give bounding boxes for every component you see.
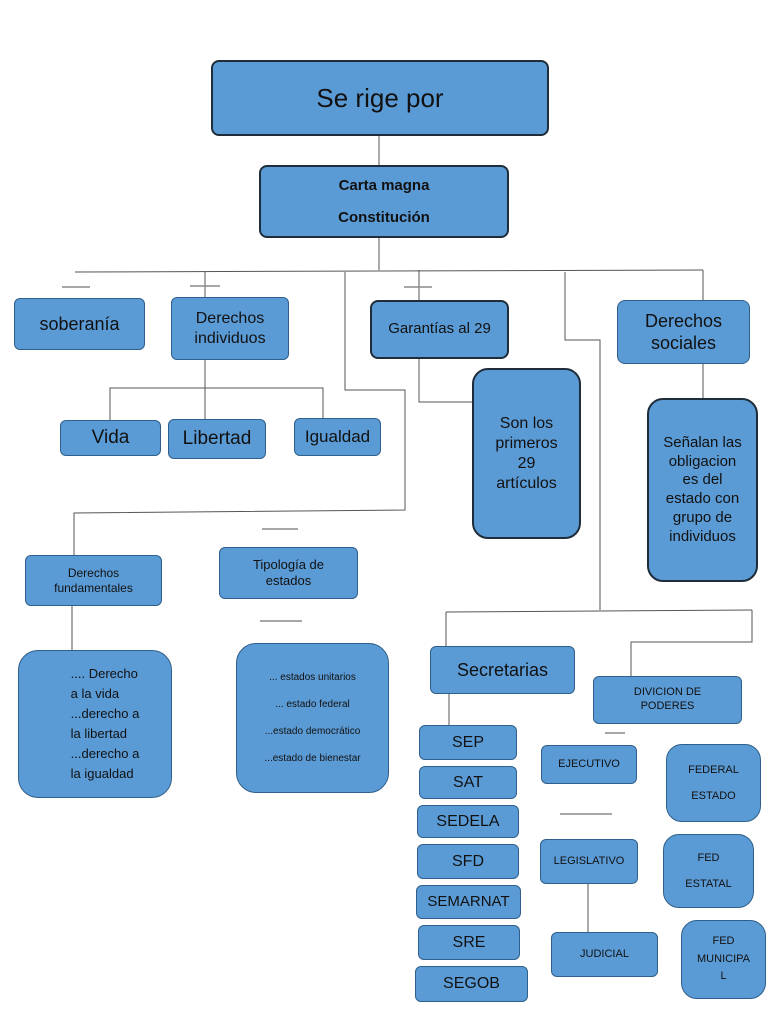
fed-estatal-line1: FED xyxy=(697,851,720,864)
federal-line2: ESTADO xyxy=(691,790,736,802)
secretaria-semarnat: SEMARNAT xyxy=(416,885,521,919)
node-libertad: Libertad xyxy=(168,419,266,459)
segob-label: SEGOB xyxy=(443,975,500,992)
tipologia-item-4: ...estado de bienestar xyxy=(264,752,361,764)
libertad-label: Libertad xyxy=(182,428,252,450)
node-fed-estatal: FED ESTATAL xyxy=(663,834,754,908)
node-judicial: JUDICIAL xyxy=(551,932,658,977)
node-legislativo: LEGISLATIVO xyxy=(540,839,638,884)
semarnat-label: SEMARNAT xyxy=(427,892,510,910)
node-igualdad: Igualdad xyxy=(294,418,381,456)
node-soberania: soberanía xyxy=(14,298,145,350)
node-garantias: Garantías al 29 xyxy=(370,300,509,359)
judicial-label: JUDICIAL xyxy=(580,947,629,960)
node-senalan-obligaciones: Señalan las obligacion es del estado con… xyxy=(647,398,758,582)
son-primeros-label: Son los primeros 29 artículos xyxy=(495,414,558,492)
garantias-label: Garantías al 29 xyxy=(388,320,491,338)
tipologia-item-3: ...estado democrático xyxy=(264,725,361,737)
vida-label: Vida xyxy=(91,427,130,449)
df-list-label: .... Derecho a la vida ...derecho a la l… xyxy=(70,665,140,782)
sat-label: SAT xyxy=(453,773,483,791)
tipologia-label: Tipología de estados xyxy=(252,556,325,588)
node-tipologia-list: ... estados unitarios ... estado federal… xyxy=(236,643,389,793)
secretaria-sfd: SFD xyxy=(417,844,519,879)
senalan-label: Señalan las obligacion es del estado con… xyxy=(663,433,742,545)
legislativo-label: LEGISLATIVO xyxy=(553,854,625,867)
root-node-se-rige-por: Se rige por xyxy=(211,60,549,136)
node-tipologia: Tipología de estados xyxy=(219,547,358,599)
node-vida: Vida xyxy=(60,420,161,456)
node-son-los-primeros: Son los primeros 29 artículos xyxy=(472,368,581,539)
node-ejecutivo: EJECUTIVO xyxy=(541,745,637,784)
carta-line1: Carta magna xyxy=(338,177,430,194)
secretaria-sep: SEP xyxy=(419,725,517,760)
secretaria-sat: SAT xyxy=(419,766,517,799)
tipologia-item-1: ... estados unitarios xyxy=(269,671,356,683)
sre-label: SRE xyxy=(452,933,486,951)
root-label: Se rige por xyxy=(316,82,444,113)
node-derechos-individuos: Derechos individuos xyxy=(171,297,289,360)
secretarias-label: Secretarias xyxy=(456,659,549,680)
node-derechos-fundamentales-list: .... Derecho a la vida ...derecho a la l… xyxy=(18,650,172,798)
fed-municipal-label: FED MUNICIPA L xyxy=(697,935,750,983)
node-carta-magna: Carta magna Constitución xyxy=(259,165,509,238)
federal-line1: FEDERAL xyxy=(688,763,739,776)
node-federal-estado: FEDERAL ESTADO xyxy=(666,744,761,822)
node-derechos-fundamentales: Derechos fundamentales xyxy=(25,555,162,606)
sedela-label: SEDELA xyxy=(436,812,500,830)
division-label: DIVICION DE PODERES xyxy=(633,686,702,712)
derechos-sociales-label: Derechos sociales xyxy=(644,310,723,354)
secretaria-segob: SEGOB xyxy=(415,966,528,1002)
secretaria-sedela: SEDELA xyxy=(417,805,519,838)
node-secretarias: Secretarias xyxy=(430,646,575,694)
node-derechos-sociales: Derechos sociales xyxy=(617,300,750,364)
derechos-individuos-label: Derechos individuos xyxy=(194,309,266,347)
tipologia-item-2: ... estado federal xyxy=(275,698,350,710)
sfd-label: SFD xyxy=(452,852,484,870)
secretaria-sre: SRE xyxy=(418,925,520,960)
ejecutivo-label: EJECUTIVO xyxy=(558,757,620,770)
soberania-label: soberanía xyxy=(39,313,120,334)
derechos-fundamentales-label: Derechos fundamentales xyxy=(54,565,133,595)
igualdad-label: Igualdad xyxy=(304,427,371,447)
fed-estatal-line2: ESTATAL xyxy=(685,878,732,890)
node-fed-municipal: FED MUNICIPA L xyxy=(681,920,766,999)
sep-label: SEP xyxy=(451,733,484,751)
node-division-poderes: DIVICION DE PODERES xyxy=(593,676,742,724)
carta-line2: Constitución xyxy=(338,208,430,226)
